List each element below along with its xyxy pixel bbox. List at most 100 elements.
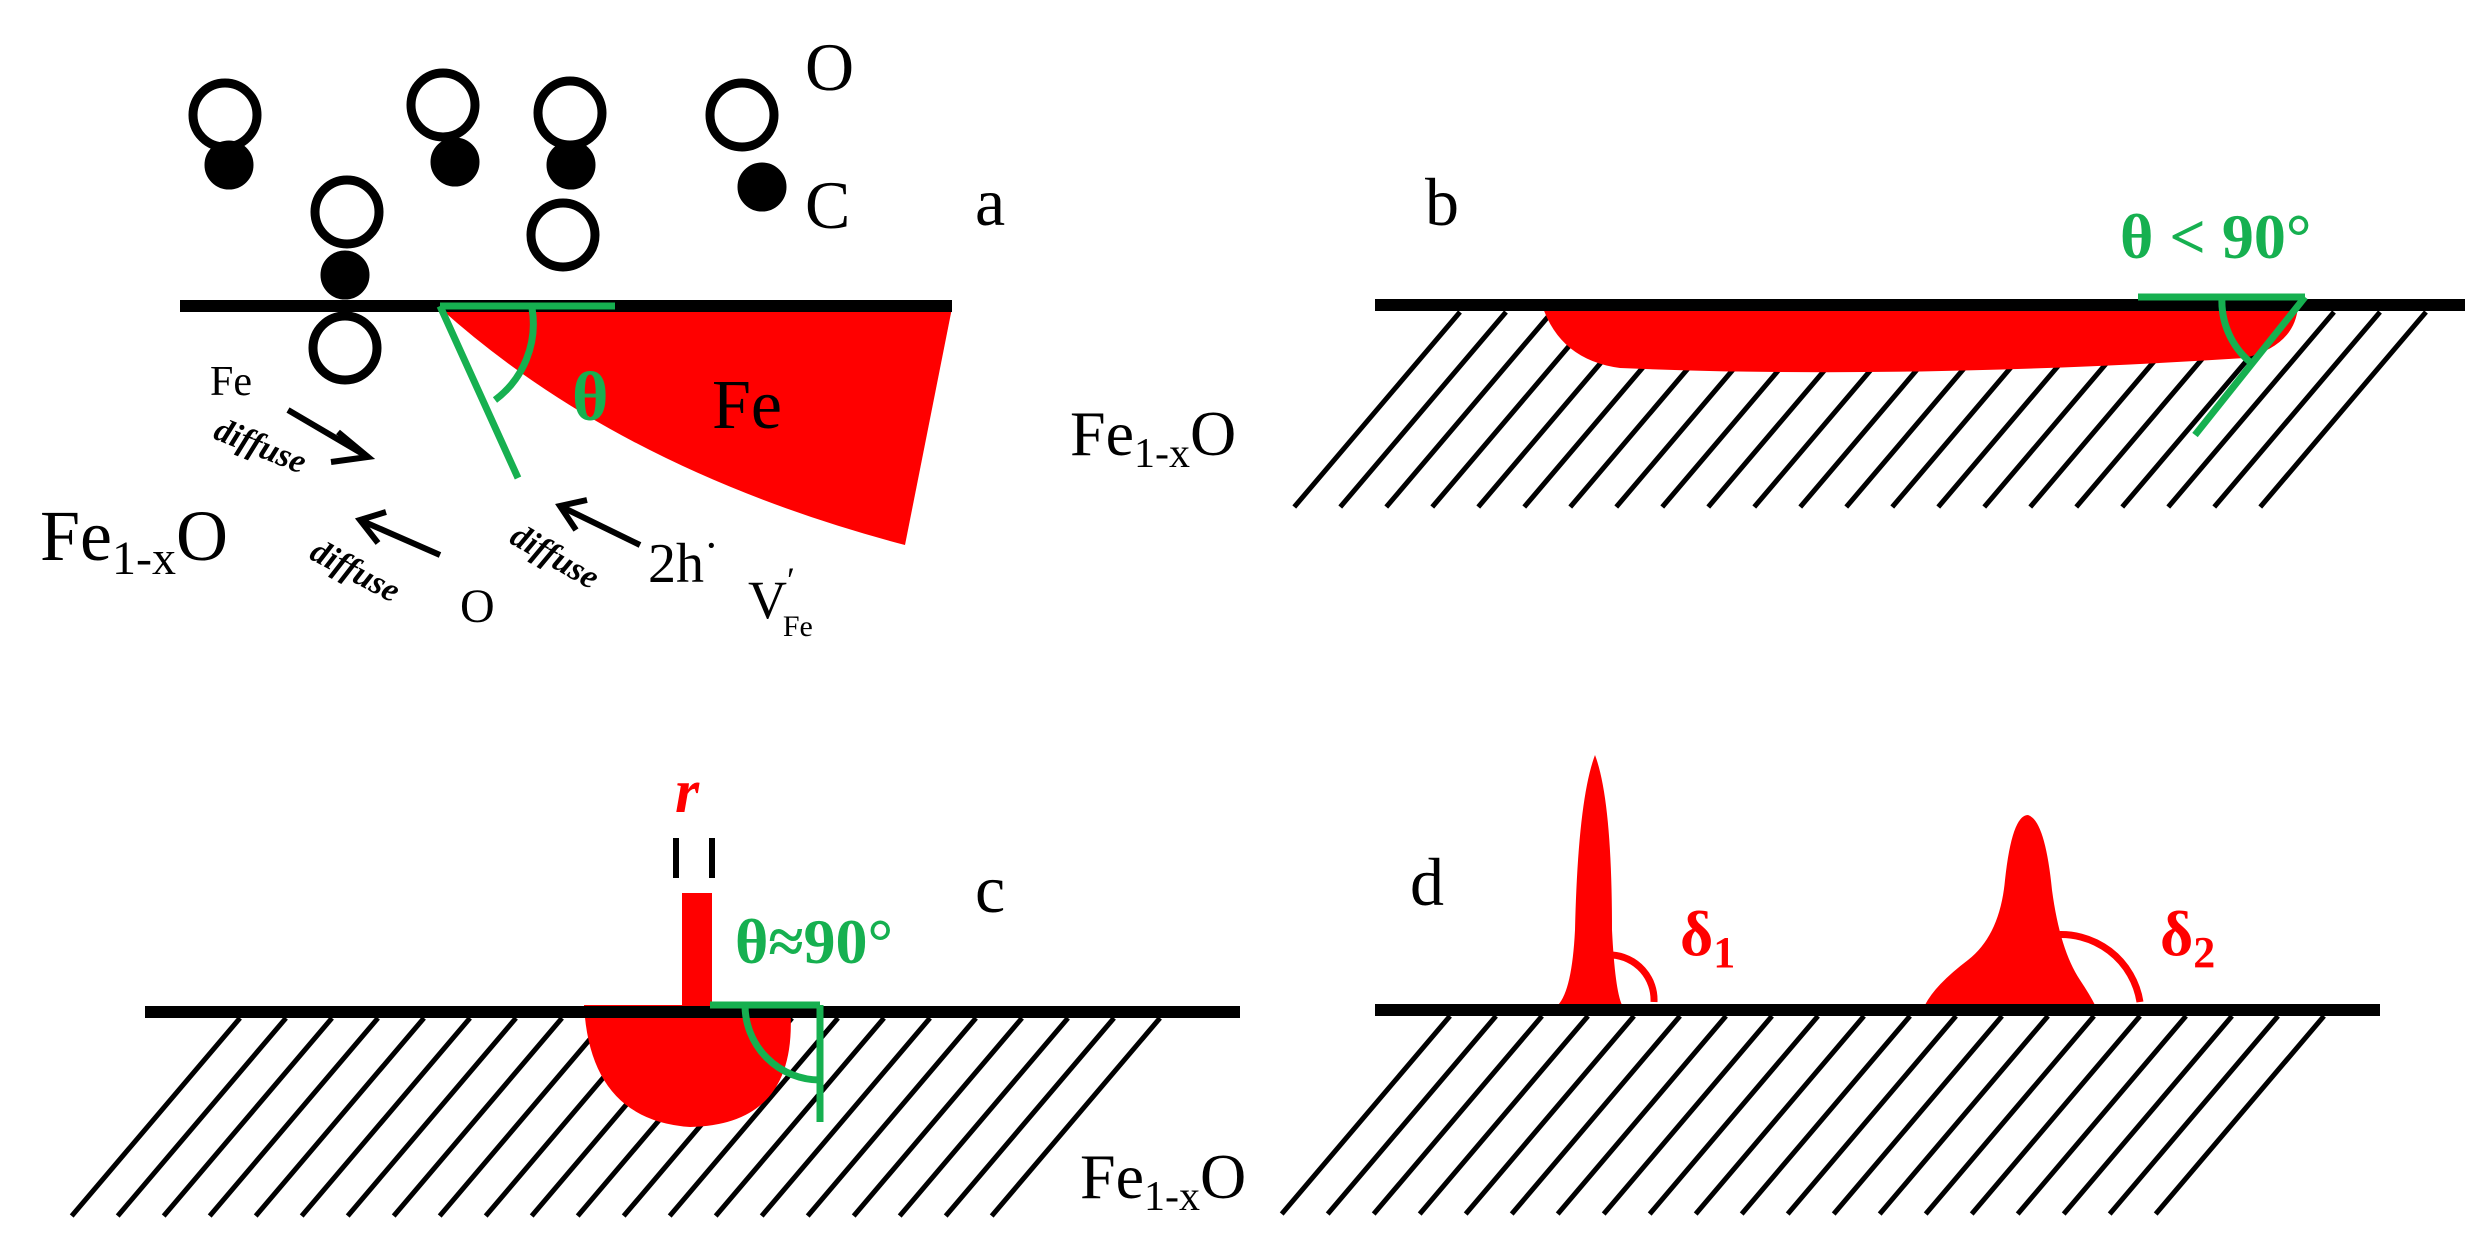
hatch-line bbox=[1463, 1014, 1636, 1216]
hatch-line bbox=[713, 1016, 886, 1218]
hatch-line bbox=[437, 1016, 610, 1218]
iron-whisker-1 bbox=[1558, 755, 1622, 1005]
hatch-line bbox=[805, 1016, 978, 1218]
hatch-line bbox=[299, 1016, 472, 1218]
hatch-line bbox=[253, 1016, 426, 1218]
iron-film bbox=[1542, 305, 2298, 373]
hatch-line bbox=[207, 1016, 380, 1218]
carbon-atom bbox=[320, 250, 370, 300]
angle-arc-delta2 bbox=[2051, 931, 2144, 1003]
co-molecule-4 bbox=[705, 78, 787, 212]
hatch-line bbox=[989, 1016, 1162, 1218]
oxygen-atom bbox=[406, 68, 480, 142]
holes-label: 2h· bbox=[648, 521, 719, 595]
fe-diffuse-word: diffuse bbox=[209, 411, 312, 481]
panel-letter-b: b bbox=[1425, 164, 1459, 240]
hatch-line bbox=[1969, 1014, 2142, 1216]
hole-diffuse-word: diffuse bbox=[504, 517, 605, 597]
carbon-atom bbox=[546, 140, 596, 190]
molecule-c-label: C bbox=[805, 167, 850, 243]
hatch-c bbox=[69, 1016, 1162, 1218]
delta1-label: δ1 bbox=[1680, 898, 1735, 977]
oxygen-atom bbox=[310, 175, 384, 249]
hatch-line bbox=[759, 1016, 932, 1218]
contact-angle-b bbox=[2138, 293, 2308, 438]
hatch-line bbox=[943, 1016, 1116, 1218]
hatch-line bbox=[345, 1016, 518, 1218]
hatch-line bbox=[1785, 1014, 1958, 1216]
co-molecule-1 bbox=[188, 78, 262, 190]
iron-whisker-2 bbox=[1925, 815, 2095, 1005]
oxygen-atom bbox=[533, 76, 607, 150]
hatch-line bbox=[69, 1016, 242, 1218]
hatch-line bbox=[1384, 310, 1554, 509]
hatch-line bbox=[391, 1016, 564, 1218]
carbon-atom bbox=[737, 162, 787, 212]
hatch-line bbox=[2061, 1014, 2234, 1216]
hatch-line bbox=[161, 1016, 334, 1218]
fe-diffuse-fe-label: Fe bbox=[210, 359, 252, 405]
hatch-line bbox=[2015, 1014, 2188, 1216]
hatch-line bbox=[2153, 1014, 2326, 1216]
panel-letter-a: a bbox=[975, 164, 1005, 240]
oxide-label-c: Fe1-xO bbox=[1080, 1141, 1246, 1220]
theta-label: θ bbox=[572, 359, 609, 436]
o-diffuse-arrow bbox=[354, 509, 442, 558]
co-molecule-2 bbox=[406, 68, 480, 187]
angle-arc-delta1 bbox=[1611, 951, 1658, 1003]
oxygen-atom bbox=[526, 198, 600, 272]
iron-label: Fe bbox=[712, 367, 782, 444]
radius-label: r bbox=[675, 758, 700, 826]
hatch-line bbox=[1693, 1014, 1866, 1216]
panel-letter-c: c bbox=[975, 851, 1005, 927]
panel-a: O C a θ Fe Fe diffuse Fe1-xO diff bbox=[40, 29, 1005, 643]
oxide-label-a: Fe1-xO bbox=[40, 496, 228, 585]
panel-letter-d: d bbox=[1410, 844, 1444, 920]
hatch-line bbox=[1877, 1014, 2050, 1216]
carbon-atom bbox=[430, 137, 480, 187]
hatch-line bbox=[1509, 1014, 1682, 1216]
hatch-line bbox=[1292, 310, 1462, 509]
molecule-o-label: O bbox=[805, 29, 854, 105]
iron-nucleus bbox=[440, 308, 952, 545]
hatch-line bbox=[667, 1016, 840, 1218]
hole-diffuse-arrow bbox=[555, 497, 642, 548]
co-molecule-adsorbed bbox=[308, 175, 384, 385]
hatch-line bbox=[1739, 1014, 1912, 1216]
hatch-line bbox=[1555, 1014, 1728, 1216]
fe-diffuse-arrow bbox=[286, 407, 376, 465]
hatch-line bbox=[115, 1016, 288, 1218]
panel-d: d δ1 δ2 bbox=[1279, 755, 2380, 1216]
carbon-atom bbox=[204, 140, 254, 190]
hatch-line bbox=[2258, 310, 2428, 509]
delta2-label: δ2 bbox=[2160, 898, 2215, 977]
hatch-line bbox=[897, 1016, 1070, 1218]
oxygen-atom bbox=[705, 78, 779, 152]
hatch-d bbox=[1279, 1014, 2326, 1216]
hatch-line bbox=[2212, 310, 2382, 509]
hatch-line bbox=[2166, 310, 2336, 509]
o-diffuse-o-label: O bbox=[460, 580, 495, 633]
oxide-label-b: Fe1-xO bbox=[1070, 398, 1236, 477]
hatch-line bbox=[1279, 1014, 1452, 1216]
radius-marker bbox=[673, 838, 715, 878]
panel-c: c r θ≈90° bbox=[69, 758, 1240, 1218]
hatch-line bbox=[1601, 1014, 1774, 1216]
hatch-line bbox=[851, 1016, 1024, 1218]
contact-angle-a bbox=[436, 302, 615, 480]
hatch-line bbox=[1417, 1014, 1590, 1216]
o-diffuse-word: diffuse bbox=[304, 532, 406, 610]
angle-label-b: θ < 90° bbox=[2120, 201, 2311, 272]
oxygen-atom bbox=[308, 311, 382, 385]
hatch-line bbox=[1647, 1014, 1820, 1216]
hatch-line bbox=[1831, 1014, 2004, 1216]
angle-label-c: θ≈90° bbox=[735, 906, 893, 977]
panel-b: b θ < 90° Fe1-xO bbox=[1070, 164, 2465, 509]
contact-angle-c bbox=[710, 1001, 824, 1122]
hatch-line bbox=[1923, 1014, 2096, 1216]
hatch-line bbox=[1325, 1014, 1498, 1216]
hatch-line bbox=[2107, 1014, 2280, 1216]
vacancy-label: V′Fe bbox=[748, 560, 813, 643]
hatch-line bbox=[1338, 310, 1508, 509]
